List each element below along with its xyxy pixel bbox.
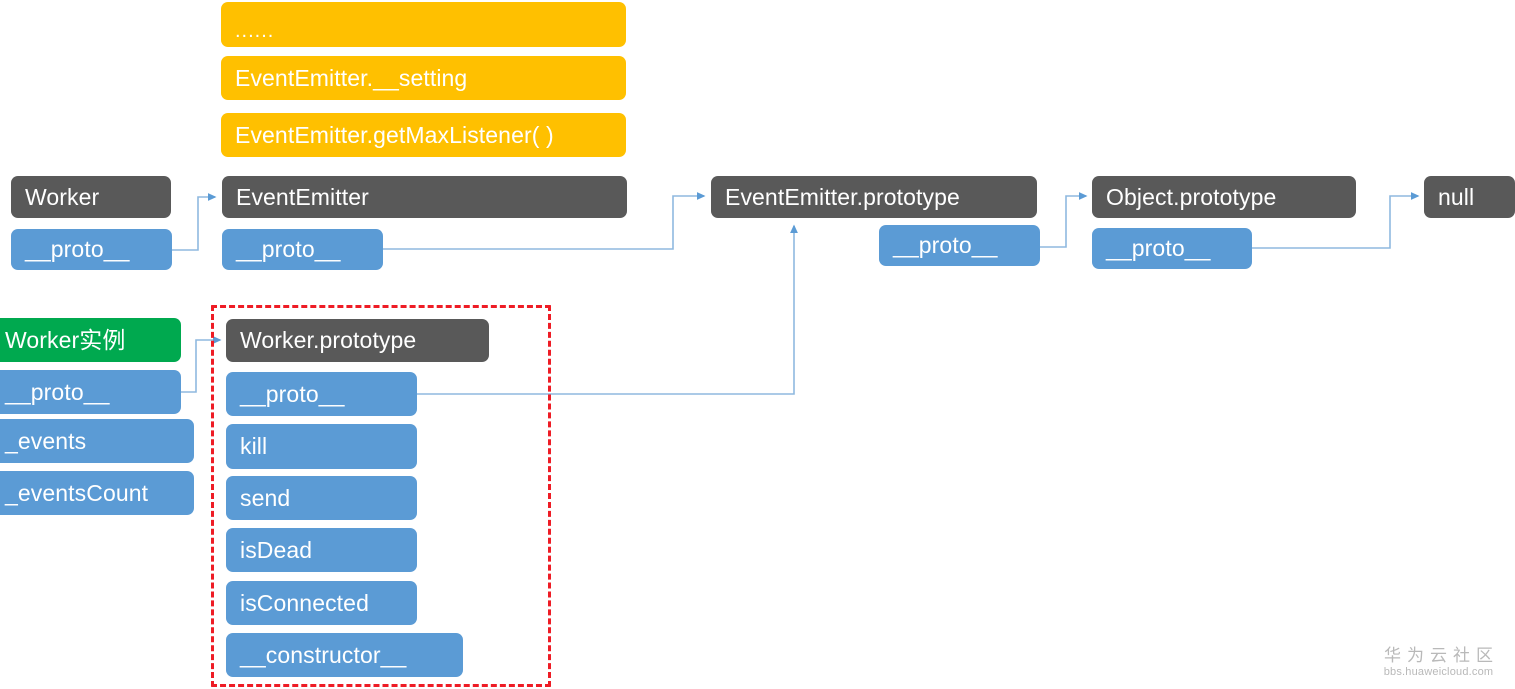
node-worker[interactable]: Worker <box>11 176 171 218</box>
node-object-prototype-proto[interactable]: __proto__ <box>1092 228 1252 269</box>
watermark-title: 华为云社区 <box>1384 646 1499 666</box>
edge-worker-to-eventemitter <box>172 193 217 251</box>
node-eventemitter-prototype-proto[interactable]: __proto__ <box>879 225 1040 266</box>
node-eventemitter-prototype[interactable]: EventEmitter.prototype <box>711 176 1037 218</box>
node-worker-prototype-isdead[interactable]: isDead <box>226 528 417 572</box>
node-worker-prototype-send[interactable]: send <box>226 476 417 520</box>
node-worker-instance[interactable]: Worker实例 <box>0 318 181 362</box>
watermark: 华为云社区 bbs.huaweicloud.com <box>1378 646 1499 679</box>
node-eventemitter-setting[interactable]: EventEmitter.__setting <box>221 56 626 100</box>
node-worker-prototype-isconnected[interactable]: isConnected <box>226 581 417 625</box>
watermark-url: bbs.huaweicloud.com <box>1383 665 1494 678</box>
node-worker-prototype-kill[interactable]: kill <box>226 424 417 469</box>
node-worker-prototype-constructor[interactable]: __constructor__ <box>226 633 463 677</box>
node-worker-instance-proto[interactable]: __proto__ <box>0 370 181 414</box>
node-eventemitter-more[interactable]: ...... <box>221 2 626 47</box>
node-eventemitter-proto[interactable]: __proto__ <box>222 229 383 270</box>
edge-eventemitter-prototype-to-object-prototype <box>1040 192 1088 248</box>
node-object-prototype[interactable]: Object.prototype <box>1092 176 1356 218</box>
node-eventemitter[interactable]: EventEmitter <box>222 176 627 218</box>
node-worker-instance-eventscount[interactable]: _eventsCount <box>0 471 194 515</box>
node-eventemitter-getmaxlistener[interactable]: EventEmitter.getMaxListener( ) <box>221 113 626 157</box>
node-worker-instance-events[interactable]: _events <box>0 419 194 463</box>
node-worker-prototype-proto[interactable]: __proto__ <box>226 372 417 416</box>
worker-prototype-group-outline <box>211 305 551 687</box>
node-worker-proto[interactable]: __proto__ <box>11 229 172 270</box>
node-null[interactable]: null <box>1424 176 1515 218</box>
node-worker-prototype[interactable]: Worker.prototype <box>226 319 489 362</box>
